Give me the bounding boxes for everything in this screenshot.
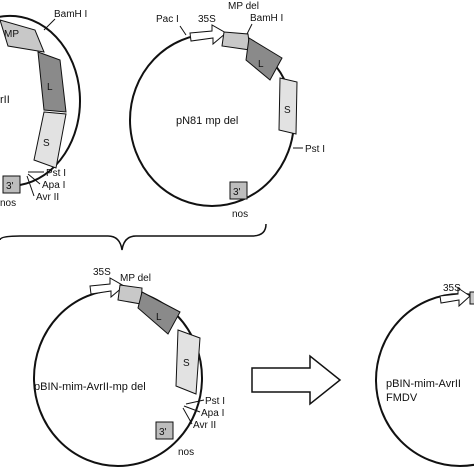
plasmid-bottom-left-3prime-label: 3' <box>159 427 167 438</box>
plasmid-bottom-left-psti-label: Pst I <box>205 396 225 407</box>
plasmid-top-right-l-label: L <box>258 59 264 70</box>
plasmid-bottom-left-35s-label: 35S <box>93 267 111 278</box>
plasmid-bottom-left-mpdel-label: MP del <box>120 273 151 284</box>
plasmid-bottom-left-3prime-box <box>155 421 174 440</box>
plasmid-bottom-left-s-label: S <box>183 358 190 369</box>
plasmid-top-right-35s-label: 35S <box>198 14 216 25</box>
plasmid-bottom-left-name: pBIN-mim-AvrII-mp del <box>34 381 146 393</box>
merge-brace <box>0 223 267 251</box>
plasmid-bottom-left-apai-label: Apa I <box>201 408 224 419</box>
plasmid-bottom-right-35s-arrow <box>439 287 471 308</box>
plasmid-top-left-mp-label: MP <box>4 29 19 40</box>
plasmid-top-left-bamhi-label: BamH I <box>54 9 87 20</box>
plasmid-top-right-s-segment <box>278 77 298 135</box>
plasmid-top-right-bamhi-label: BamH I <box>250 13 283 24</box>
plasmid-top-left-apai-tick <box>27 173 41 185</box>
plasmid-top-left-3prime-box <box>2 175 21 194</box>
plasmid-top-left-psti-label: Pst I <box>46 168 66 179</box>
plasmid-bottom-left-s-segment <box>175 329 201 395</box>
plasmid-top-left-s-segment <box>33 111 67 169</box>
plasmid-bottom-left-avrii-label: Avr II <box>193 420 216 431</box>
plasmid-top-left-bamhi-tick <box>43 18 56 31</box>
plasmid-top-left-mp-segment <box>0 19 45 53</box>
conversion-arrow-icon <box>251 354 342 406</box>
plasmid-bottom-right-name-line1: pBIN-mim-AvrII <box>386 378 461 390</box>
plasmid-bottom-right: 35S pBIN-mim-AvrII FMDV <box>375 283 474 467</box>
plasmid-top-right-bamhi-tick <box>246 23 253 35</box>
plasmid-bottom-left-35s-arrow <box>89 277 125 299</box>
plasmid-top-right-3prime-box <box>229 181 248 200</box>
plasmid-top-left-s-label: S <box>43 138 50 149</box>
plasmid-bottom-left-l-label: L <box>156 312 162 323</box>
plasmid-top-right-mpdel-label: MP del <box>228 1 259 12</box>
plasmid-bottom-left-apai-tick <box>183 405 201 413</box>
plasmid-bottom-left-psti-tick <box>185 399 205 405</box>
plasmid-top-left-name: rII <box>0 94 10 106</box>
plasmid-top-left-l-segment <box>37 51 67 113</box>
plasmid-top-left-l-label: L <box>47 82 53 93</box>
plasmid-bottom-left-mpdel-segment <box>117 284 143 305</box>
plasmid-top-right-name: pN81 mp del <box>176 115 238 127</box>
plasmid-top-right-psti-label: Pst I <box>305 144 325 155</box>
plasmid-bottom-left-l-segment <box>137 291 181 335</box>
plasmid-top-left-apai-label: Apa I <box>42 180 65 191</box>
plasmid-bottom-left: L S 3' 35S MP del pBIN-mim-AvrII-mp del … <box>33 267 225 467</box>
plasmid-top-right-paci-label: Pac I <box>156 14 179 25</box>
plasmid-bottom-left-nos-label: nos <box>178 447 194 458</box>
plasmid-top-left-ring <box>0 14 81 186</box>
plasmid-top-left-nos-label: nos <box>0 198 16 209</box>
plasmid-bottom-right-segment-edge <box>469 291 474 305</box>
plasmid-top-right-mpdel-segment <box>221 31 251 51</box>
plasmid-top-right-3prime-label: 3' <box>233 187 241 198</box>
plasmid-bottom-right-name-line2: FMDV <box>386 392 418 404</box>
plasmid-top-right-35s-arrow <box>189 24 227 46</box>
plasmid-top-right: L S 3' Pac I 35S MP del BamH I Pst I nos… <box>129 1 325 220</box>
plasmid-top-left-avrii-label: Avr II <box>36 192 59 203</box>
plasmid-top-left: MP L S 3' BamH I rII Pst I Apa I Avr II … <box>0 9 87 209</box>
plasmid-top-left-avrii-tick <box>26 175 35 197</box>
plasmid-top-right-l-segment <box>245 37 283 81</box>
plasmid-top-right-nos-label: nos <box>232 209 248 220</box>
plasmid-top-left-3prime-label: 3' <box>6 181 14 192</box>
plasmid-top-right-paci-tick <box>179 25 187 36</box>
plasmid-bottom-right-35s-label: 35S <box>443 283 461 294</box>
plasmid-bottom-left-avrii-tick <box>182 407 193 425</box>
plasmid-top-right-s-label: S <box>284 105 291 116</box>
